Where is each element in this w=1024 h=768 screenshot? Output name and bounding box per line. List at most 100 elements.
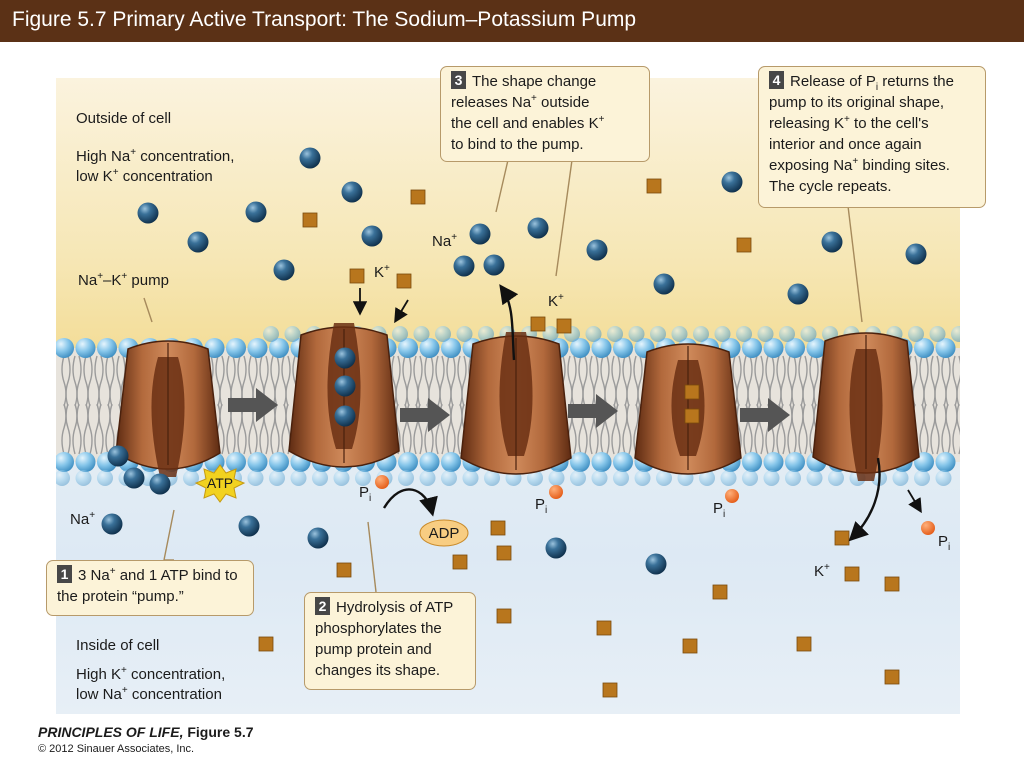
lipid-head	[892, 470, 909, 486]
sodium-ion	[187, 231, 209, 253]
lipid-head	[951, 326, 960, 342]
outside-line-1: High Na+ concentration,	[76, 147, 235, 166]
lipid-tail	[105, 355, 111, 407]
lipid-head	[634, 470, 651, 486]
lipid-tail	[571, 355, 577, 407]
lipid-head	[290, 470, 307, 486]
lipid-tail	[809, 403, 815, 455]
potassium-ion	[396, 273, 412, 289]
potassium-ion	[834, 530, 850, 546]
lipid-tail	[754, 355, 760, 407]
lipid-tail	[83, 355, 89, 407]
sodium-ion	[334, 375, 356, 397]
lipid-head	[441, 338, 461, 358]
sodium-ion	[245, 201, 267, 223]
sodium-ion	[107, 445, 129, 467]
lipid-head	[419, 452, 440, 472]
lipid-tail	[747, 355, 753, 407]
potassium-ion	[884, 576, 900, 592]
inside-line-2: low Na+ concentration	[76, 685, 222, 704]
pi-label-2: Pi	[535, 496, 548, 516]
lipid-head	[671, 326, 688, 342]
potassium-ion	[884, 669, 900, 685]
lipid-tail	[952, 355, 958, 407]
sodium-ion	[123, 467, 145, 489]
sodium-ion	[653, 273, 675, 295]
lipid-tail	[945, 355, 951, 407]
adp-arrow	[382, 488, 438, 517]
copyright: © 2012 Sinauer Associates, Inc.	[38, 743, 195, 755]
lipid-tail	[439, 355, 445, 407]
lipid-head	[570, 338, 590, 358]
lipid-tail	[736, 355, 742, 407]
lipid-head	[714, 326, 731, 342]
lipid-tail	[589, 355, 595, 407]
lipid-head	[757, 326, 774, 342]
na-release-arrow	[499, 284, 519, 361]
callout-pointers	[143, 159, 863, 593]
lipid-head	[97, 470, 113, 486]
stage-arrow-4	[740, 398, 790, 432]
lipid-tail	[578, 355, 584, 407]
lipid-head	[742, 338, 762, 358]
inside-line-1: High K+ concentration,	[76, 665, 226, 684]
lipid-head	[441, 452, 461, 472]
potassium-ion	[410, 189, 426, 205]
lipid-head	[613, 452, 633, 472]
lipid-tail	[802, 403, 808, 455]
sodium-ion	[361, 225, 383, 247]
lipid-head	[419, 338, 440, 358]
lipid-head	[785, 452, 805, 472]
pi-label-1: Pi	[359, 484, 372, 504]
lipid-head	[398, 452, 418, 472]
lipid-head	[269, 338, 289, 358]
lipid-tail	[395, 403, 401, 455]
pi-label-3: Pi	[713, 500, 726, 520]
potassium-ion	[490, 520, 506, 536]
lipid-tail	[285, 355, 291, 407]
label-adp: ADP	[429, 525, 460, 542]
sodium-ion	[341, 181, 363, 203]
sodium-ion	[149, 473, 171, 495]
lipid-tail	[743, 355, 749, 407]
potassium-ion	[349, 268, 365, 284]
lipid-tail	[72, 355, 78, 407]
lipid-tail	[215, 355, 221, 407]
lipid-tail	[930, 403, 936, 455]
potassium-ion	[844, 566, 860, 582]
lipid-tail	[787, 355, 793, 407]
lipid-head	[779, 326, 795, 342]
k-label-inside: K+	[814, 562, 830, 581]
potassium-ion	[258, 636, 274, 652]
lipid-tail	[270, 355, 276, 407]
lipid-tail	[61, 355, 67, 407]
ions	[101, 147, 935, 698]
atp-burst	[194, 464, 246, 503]
lipid-head	[247, 452, 268, 472]
lipid-tail	[391, 355, 397, 407]
lipid-tail	[626, 403, 632, 455]
inside-heading: Inside of cell	[76, 637, 160, 654]
diagram-labels: ATP ADP	[207, 475, 460, 542]
pointer-step-3b	[555, 159, 573, 277]
lipid-head	[247, 470, 264, 486]
sodium-ion	[307, 527, 329, 549]
lipid-tail	[622, 355, 628, 407]
lipid-tail	[98, 403, 104, 455]
lipid-tail	[732, 355, 738, 407]
lipid-head	[628, 326, 645, 342]
pump-label: Na+–K+ pump	[78, 271, 169, 290]
lipid-head	[613, 470, 629, 486]
na-label-released: Na+	[432, 232, 458, 251]
lipid-head	[478, 326, 494, 342]
title-bar: Figure 5.7 Primary Active Transport: The…	[0, 0, 1024, 42]
figure-ref: Figure 5.7	[187, 724, 254, 740]
lipid-tail	[567, 355, 573, 407]
k-label-top: K+	[374, 263, 390, 282]
pointer-step-3a	[495, 159, 509, 213]
stage-arrow-3	[568, 394, 618, 428]
sodium-ion	[483, 254, 505, 276]
potassium-ion	[736, 237, 752, 253]
pi-label-4: Pi	[938, 533, 951, 553]
lipid-tail	[450, 355, 456, 407]
